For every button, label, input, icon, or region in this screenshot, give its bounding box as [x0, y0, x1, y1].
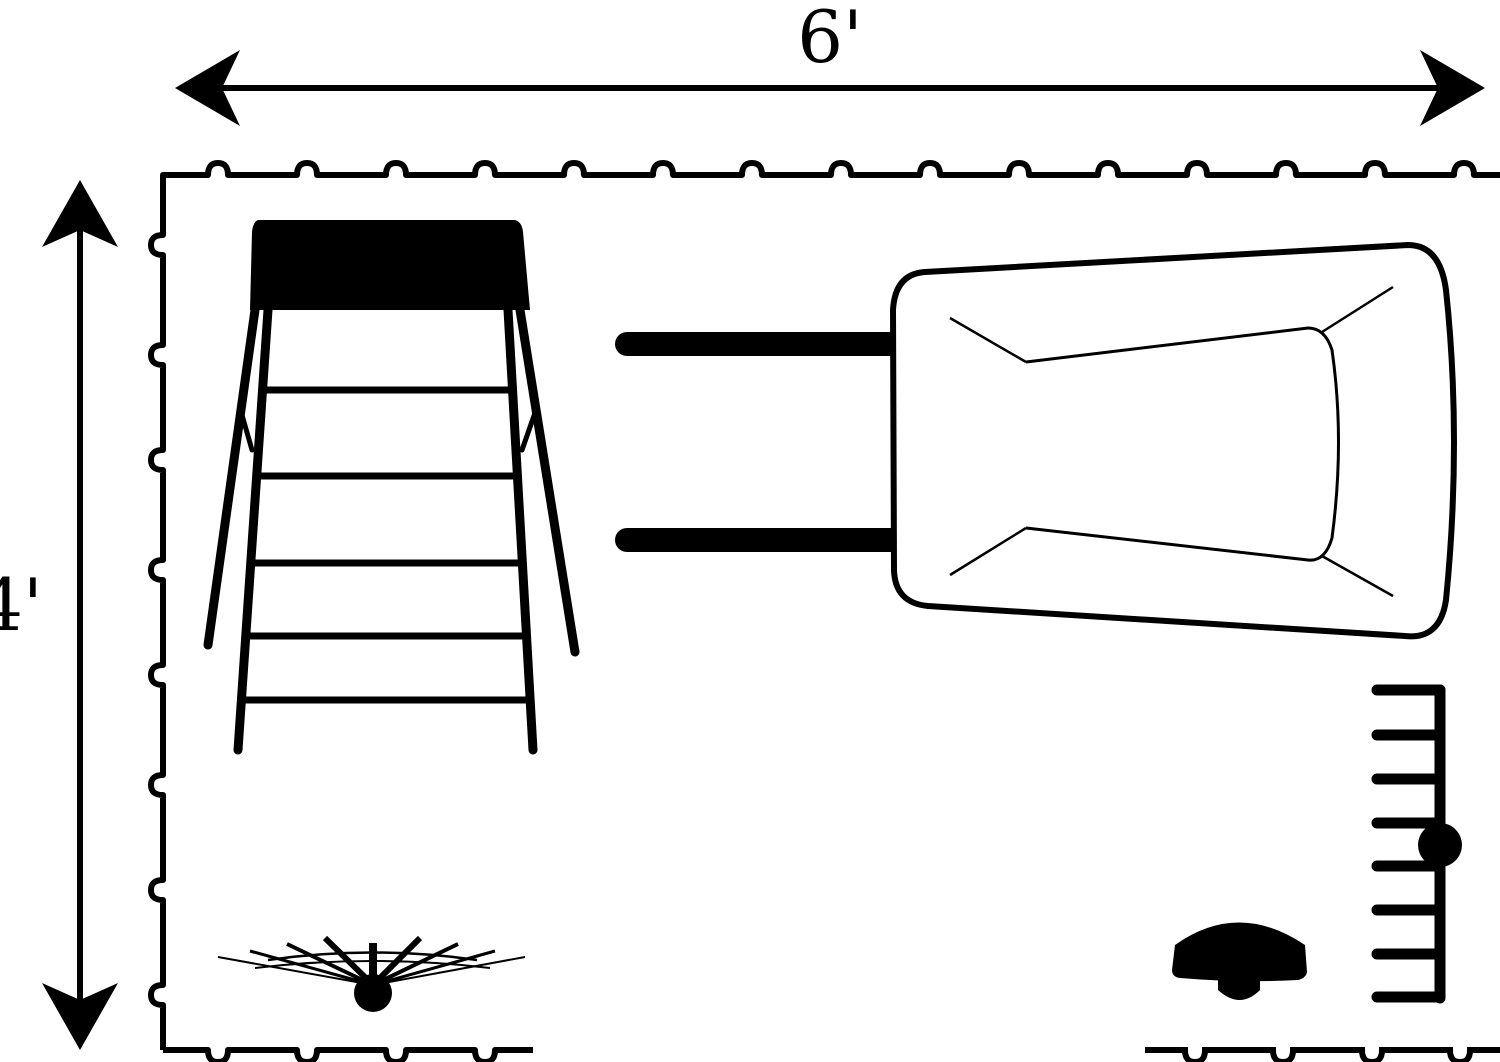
- width-label: 6': [797, 0, 863, 79]
- arrow-left-icon: [175, 50, 240, 126]
- height-dimension: 4': [0, 180, 118, 1050]
- mat-bottom-edge-right: [1145, 1047, 1500, 1062]
- interlocking-mat-outline: [148, 160, 1500, 1062]
- stepping-stone-icon: [1172, 922, 1307, 1000]
- arrow-up-icon: [42, 180, 118, 247]
- sprinkler-jet: [217, 956, 374, 986]
- ladder-icon: [203, 220, 580, 755]
- sprinkler-jet: [372, 949, 496, 987]
- sprinkler-jet: [249, 949, 374, 987]
- sprinkler-jet: [286, 942, 374, 987]
- width-dimension: 6': [175, 0, 1485, 126]
- height-label: 4': [0, 563, 43, 647]
- sprinkler-icon: [217, 935, 526, 1012]
- slide-icon: [615, 241, 1457, 640]
- sprinkler-jet: [372, 942, 459, 987]
- arrow-down-icon: [42, 983, 118, 1050]
- sprinkler-jet: [372, 956, 526, 986]
- rake-icon: [1371, 684, 1462, 1004]
- arrow-right-icon: [1420, 50, 1485, 126]
